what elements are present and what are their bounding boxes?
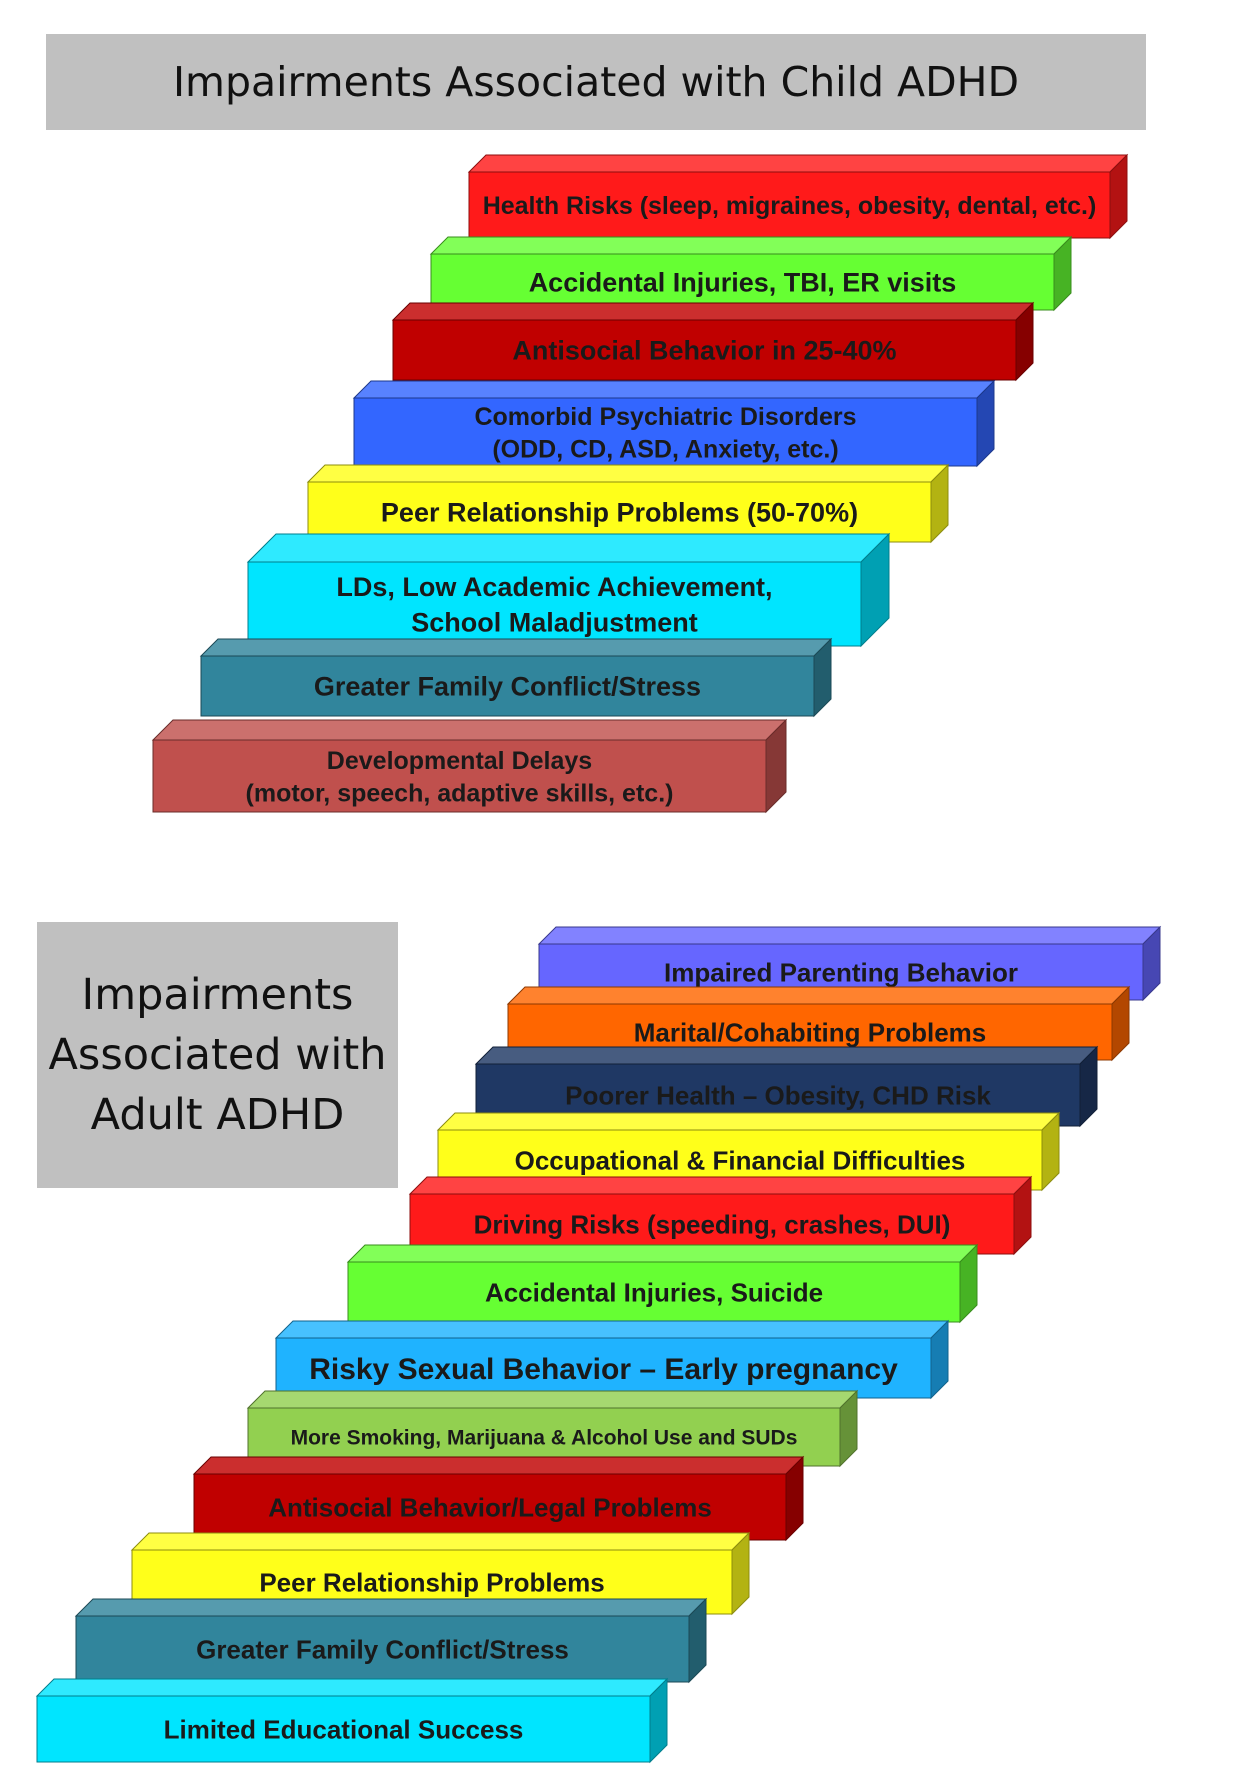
step-top-face — [274, 1320, 950, 1339]
step-label: Greater Family Conflict/Stress — [196, 1634, 569, 1664]
step-top-face — [151, 719, 788, 741]
step-front-face — [152, 739, 767, 813]
step-label: Antisocial Behavior in 25-40% — [512, 336, 896, 366]
step-top-face — [35, 1678, 669, 1697]
step-front-face — [392, 319, 1017, 381]
step-top-face — [74, 1598, 708, 1617]
adult-title-line: Impairments — [81, 970, 354, 1020]
step-front-face — [353, 397, 978, 467]
step-label: (ODD, CD, ASD, Anxiety, etc.) — [492, 435, 838, 463]
child-step: Developmental Delays (motor, speech, adap… — [151, 718, 788, 814]
step-top-face — [436, 1112, 1061, 1131]
adult-step: More Smoking, Marijuana & Alcohol Use an… — [246, 1389, 859, 1468]
step-label: Marital/Cohabiting Problems — [634, 1017, 987, 1047]
step-top-face — [467, 154, 1129, 173]
adult-step: Limited Educational Success — [35, 1677, 669, 1764]
step-label: Antisocial Behavior/Legal Problems — [268, 1492, 712, 1522]
step-front-face — [307, 481, 932, 543]
step-label: Accidental Injuries, TBI, ER visits — [529, 268, 957, 298]
child-step: Comorbid Psychiatric Disorders (ODD, CD, … — [352, 379, 996, 468]
step-label: Developmental Delays — [327, 747, 592, 775]
step-front-face — [247, 1407, 841, 1467]
step-top-face — [391, 302, 1035, 321]
step-front-face — [200, 655, 815, 717]
step-top-face — [246, 1390, 859, 1409]
step-top-face — [199, 638, 833, 657]
step-label: Occupational & Financial Difficulties — [515, 1145, 966, 1175]
child-step: Health Risks (sleep, migraines, obesity,… — [467, 153, 1129, 240]
step-front-face — [430, 253, 1055, 311]
step-top-face — [429, 236, 1073, 255]
adult-step: Driving Risks (speeding, crashes, DUI) — [408, 1175, 1033, 1256]
step-top-face — [537, 926, 1162, 945]
step-top-face — [474, 1046, 1099, 1065]
step-label: Impaired Parenting Behavior — [664, 957, 1018, 987]
step-top-face — [246, 533, 891, 563]
step-top-face — [408, 1176, 1033, 1195]
child-step: Greater Family Conflict/Stress — [199, 637, 833, 718]
adult-adhd-title: Impairments Associated with Adult ADHD — [37, 922, 398, 1188]
child-step: Accidental Injuries, TBI, ER visits — [429, 235, 1073, 312]
step-top-face — [352, 380, 996, 399]
step-front-face — [247, 561, 862, 647]
step-top-face — [130, 1532, 751, 1551]
step-label: Health Risks (sleep, migraines, obesity,… — [483, 192, 1097, 220]
step-label: More Smoking, Marijuana & Alcohol Use an… — [291, 1427, 798, 1450]
step-label: Driving Risks (speeding, crashes, DUI) — [474, 1209, 951, 1239]
step-label: LDs, Low Academic Achievement, — [336, 572, 772, 602]
step-label: Risky Sexual Behavior – Early pregnancy — [309, 1353, 898, 1386]
step-label: Limited Educational Success — [164, 1714, 524, 1744]
step-front-face — [468, 171, 1111, 239]
child-step: Peer Relationship Problems (50-70%) — [306, 463, 950, 544]
step-top-face — [346, 1244, 979, 1263]
step-front-face — [36, 1695, 651, 1763]
step-front-face — [275, 1337, 932, 1399]
step-top-face — [506, 986, 1131, 1005]
step-label: (motor, speech, adaptive skills, etc.) — [246, 779, 674, 807]
adult-step: Risky Sexual Behavior – Early pregnancy — [274, 1319, 950, 1400]
step-label: School Maladjustment — [411, 607, 698, 637]
child-step: Antisocial Behavior in 25-40% — [391, 301, 1035, 382]
step-front-face — [193, 1473, 787, 1541]
step-label: Greater Family Conflict/Stress — [314, 672, 701, 702]
step-label: Poorer Health – Obesity, CHD Risk — [565, 1080, 991, 1110]
child-adhd-title: Impairments Associated with Child ADHD — [46, 34, 1146, 130]
adult-title-line: Associated with — [48, 1030, 387, 1080]
adult-step: Accidental Injuries, Suicide — [346, 1243, 979, 1324]
child-step: LDs, Low Academic Achievement, School Mal… — [246, 532, 891, 648]
adult-step: Antisocial Behavior/Legal Problems — [192, 1455, 805, 1542]
step-label: Peer Relationship Problems — [259, 1567, 604, 1597]
step-label: Accidental Injuries, Suicide — [485, 1277, 823, 1307]
step-top-face — [306, 464, 950, 483]
step-label: Peer Relationship Problems (50-70%) — [381, 498, 858, 528]
step-front-face — [75, 1615, 690, 1683]
step-label: Comorbid Psychiatric Disorders — [474, 403, 856, 431]
step-top-face — [192, 1456, 805, 1475]
adult-title-line: Adult ADHD — [90, 1090, 345, 1140]
adult-step: Greater Family Conflict/Stress — [74, 1597, 708, 1684]
